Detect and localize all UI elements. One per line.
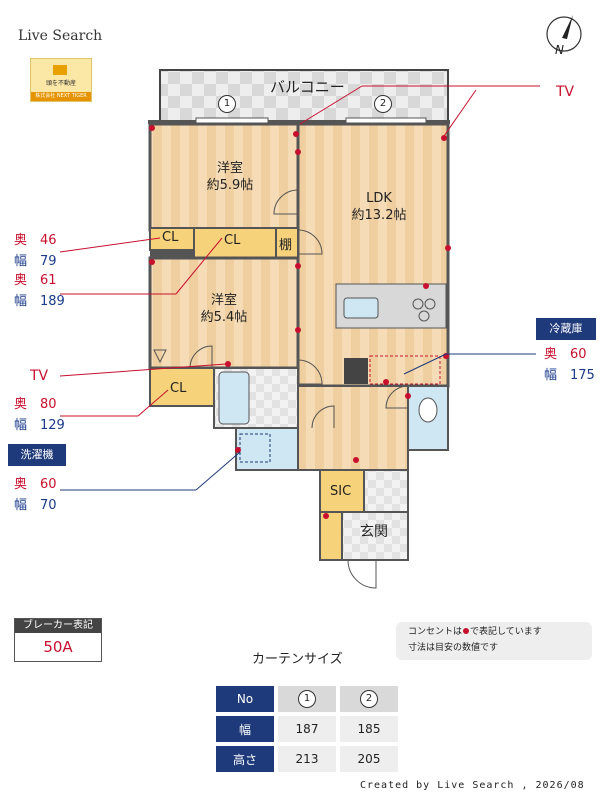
- width-label: 幅: [14, 294, 28, 309]
- compass-icon: N: [546, 15, 582, 56]
- note-text-b: で表記しています: [470, 627, 542, 637]
- compass-letter: N: [555, 43, 564, 56]
- ldk-room: [296, 122, 450, 388]
- depth-value: 60: [40, 477, 57, 492]
- table-header-1: 1: [278, 686, 336, 712]
- closet-b-label: CL: [224, 233, 241, 248]
- closet-c-label: CL: [170, 381, 187, 396]
- table-cell: 205: [340, 746, 398, 772]
- table-header-no: No: [216, 686, 274, 712]
- table-row: 高さ 213 205: [216, 746, 398, 772]
- note-text-c: 寸法は目安の数値です: [408, 643, 499, 653]
- window-mark-2: 2: [374, 95, 392, 113]
- depth-label: 奥: [14, 273, 28, 288]
- room-name: 洋室: [216, 161, 243, 176]
- dims-closet-a: 奥 46 幅 79: [14, 230, 57, 272]
- table-cell: 185: [340, 716, 398, 742]
- table-row: No 1 2: [216, 686, 398, 712]
- room-size: 約5.9帖: [206, 178, 254, 193]
- western-room-1-label: 洋室 約5.9帖: [190, 160, 270, 194]
- depth-value: 60: [570, 347, 587, 362]
- ldk-label: LDK 約13.2帖: [334, 190, 424, 224]
- outlet-note: コンセントはで表記しています 寸法は目安の数値です: [396, 622, 592, 660]
- row-label: 幅: [216, 716, 274, 742]
- western-room-2: [148, 256, 300, 370]
- dims-closet-b: 奥 61 幅 189: [14, 270, 65, 312]
- depth-value: 80: [40, 397, 57, 412]
- room-size: 約5.4帖: [200, 310, 248, 325]
- outlet-dot-icon: [463, 628, 470, 634]
- note-text-a: コンセントは: [408, 627, 463, 637]
- width-value: 175: [570, 368, 595, 383]
- depth-label: 奥: [544, 347, 558, 362]
- logo-company: 株式会社 NEXT TIGER: [31, 92, 91, 101]
- width-value: 70: [40, 498, 57, 513]
- depth-label: 奥: [14, 477, 28, 492]
- window-mark-1: 1: [218, 95, 236, 113]
- dims-washer: 奥 60 幅 70: [14, 474, 57, 516]
- width-value: 79: [40, 254, 57, 269]
- curtain-title: カーテンサイズ: [252, 652, 343, 667]
- house-icon: [53, 65, 67, 75]
- width-value: 129: [40, 418, 65, 433]
- western-room-2-label: 洋室 約5.4帖: [184, 292, 264, 326]
- table-cell: 187: [278, 716, 336, 742]
- width-label: 幅: [14, 254, 28, 269]
- balcony-label: バルコニー: [270, 78, 345, 96]
- breaker-value: 50A: [43, 638, 73, 656]
- row-label: 高さ: [216, 746, 274, 772]
- dims-closet-c: 奥 80 幅 129: [14, 394, 65, 436]
- room-size: 約13.2帖: [351, 208, 407, 223]
- table-header-2: 2: [340, 686, 398, 712]
- dims-fridge: 奥 60 幅 175: [544, 344, 595, 386]
- closet-c: [149, 367, 215, 407]
- company-logo: 頭を不動産 株式会社 NEXT TIGER: [30, 58, 92, 102]
- width-label: 幅: [14, 498, 28, 513]
- table-row: 幅 187 185: [216, 716, 398, 742]
- depth-label: 奥: [14, 397, 28, 412]
- tv-label-right: TV: [556, 84, 575, 100]
- entrance-label: 玄関: [360, 524, 388, 540]
- footer-credit: Created by Live Search , 2026/08: [360, 780, 585, 791]
- breaker-box: ブレーカー表記 50A: [14, 618, 102, 662]
- entrance-area: [341, 511, 409, 561]
- width-label: 幅: [544, 368, 558, 383]
- balcony-area: [159, 69, 449, 123]
- depth-label: 奥: [14, 233, 28, 248]
- width-label: 幅: [14, 418, 28, 433]
- logo-text: 頭を不動産: [45, 80, 76, 87]
- sic-label: SIC: [330, 484, 352, 499]
- curtain-table: No 1 2 幅 187 185 高さ 213 205: [212, 682, 402, 776]
- depth-value: 46: [40, 233, 57, 248]
- fridge-badge: 冷蔵庫: [536, 318, 596, 340]
- room-name: LDK: [366, 191, 392, 206]
- washer-badge: 洗濯機: [8, 444, 66, 466]
- closet-a-label: CL: [162, 230, 179, 245]
- room-name: 洋室: [210, 293, 237, 308]
- depth-value: 61: [40, 273, 57, 288]
- brand-title: Live Search: [18, 28, 103, 44]
- shelf-label: 棚: [279, 238, 293, 253]
- width-value: 189: [40, 294, 65, 309]
- tv-label-left: TV: [30, 368, 49, 384]
- breaker-title: ブレーカー表記: [15, 619, 101, 633]
- table-cell: 213: [278, 746, 336, 772]
